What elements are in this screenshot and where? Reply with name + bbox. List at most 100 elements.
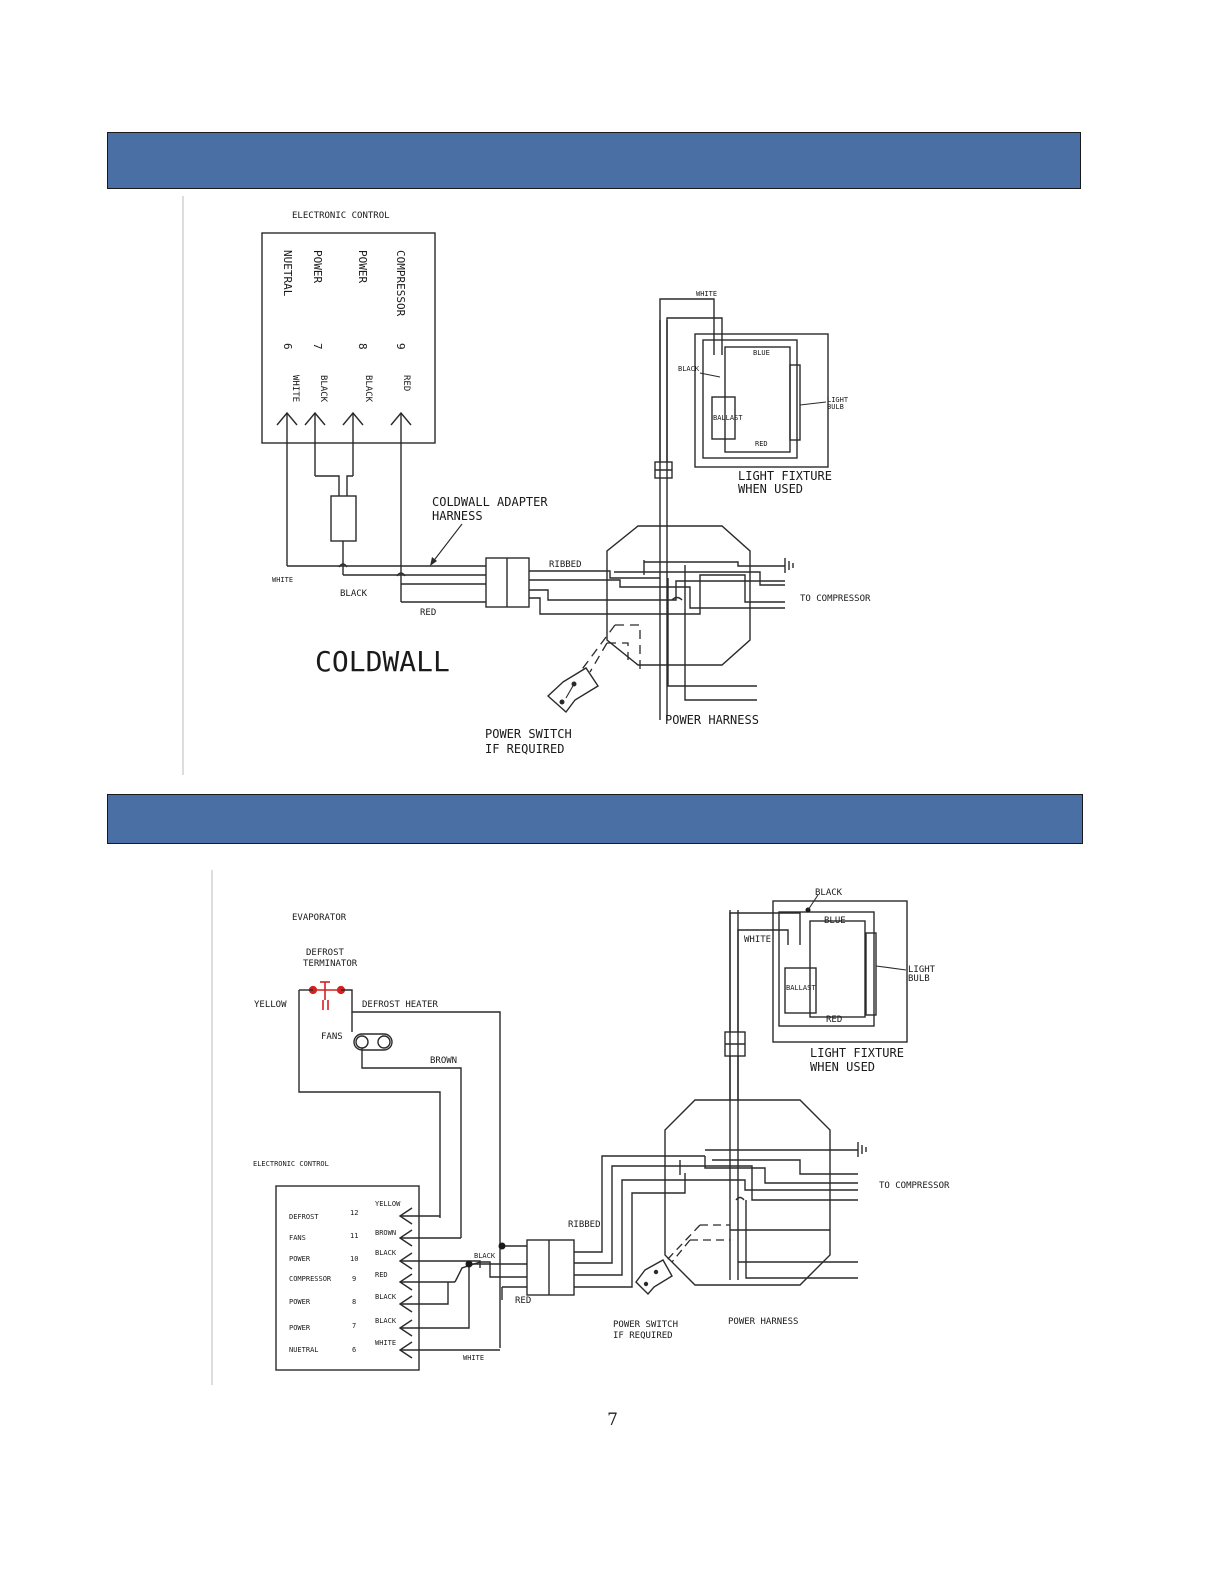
bottom-ballast-box (784, 967, 817, 1014)
bottom-light-black-label: BLACK (815, 888, 843, 898)
light-red-label: RED (755, 440, 768, 448)
terminal-7-name: POWER (311, 250, 324, 283)
to-compressor-label: TO COMPRESSOR (800, 594, 871, 604)
bt-9-name: COMPRESSOR (289, 1275, 332, 1283)
light-blue-label: BLUE (753, 349, 770, 357)
page-number: 7 (607, 1410, 618, 1430)
terminal-9-num: 9 (394, 343, 407, 350)
bottom-harness-wires (574, 1155, 740, 1288)
bottom-light-bulb-label-1: LIGHT (908, 965, 936, 975)
coldwall-brand-label: COLDWALL (315, 645, 450, 678)
ground-symbol (784, 558, 794, 573)
fans-label: FANS (321, 1032, 343, 1042)
bottom-light-feed-1 (729, 912, 801, 1032)
light-black-label: BLACK (678, 365, 700, 373)
light-fixture-label-1: LIGHT FIXTURE (738, 469, 832, 483)
light-fixture-label-2: WHEN USED (738, 482, 803, 496)
bottom-light-bulb-label-2: BULB (908, 974, 930, 984)
bottom-light-fixture-label-2: WHEN USED (810, 1060, 875, 1074)
bottom-terminal-6: NUETRAL 6 WHITE (289, 1339, 396, 1354)
wire-black-label: BLACK (340, 589, 368, 599)
terminal-8-num: 8 (356, 343, 369, 350)
harness-wires (529, 570, 680, 615)
control-title: ELECTRONIC CONTROL (292, 211, 390, 221)
bottom-to-compressor-label: TO COMPRESSOR (879, 1181, 950, 1191)
adapter-pointer-arrowhead (430, 557, 437, 566)
light-fixture-inner (702, 339, 798, 459)
bt-8-wire: BLACK (375, 1293, 397, 1301)
bottom-black-pointer (807, 894, 819, 911)
light-bulb-pointer (799, 401, 827, 406)
terminal-8-name: POWER (356, 250, 369, 283)
bt-10-wire: BLACK (375, 1249, 397, 1257)
light-black-pointer (699, 372, 721, 378)
adapter-pointer (431, 523, 463, 564)
bottom-light-red-label: RED (826, 1015, 842, 1025)
control-connector-chevrons (276, 411, 412, 426)
terminal-8-wire: BLACK (363, 375, 373, 403)
bottom-power-switch (635, 1224, 730, 1296)
evaporator-label: EVAPORATOR (292, 913, 347, 923)
terminal-7-num: 7 (311, 343, 324, 350)
bt-7-name: POWER (289, 1324, 311, 1332)
ballast-box (711, 396, 736, 440)
defrost-terminator-label-1: DEFROST (306, 948, 345, 958)
bt-11-num: 11 (350, 1232, 358, 1240)
terminal-9: COMPRESSOR 9 RED (394, 250, 411, 391)
bottom-light-feed-2 (737, 929, 789, 1032)
bt-8-name: POWER (289, 1298, 311, 1306)
light-feed-white (659, 298, 715, 462)
terminal-6: NUETRAL 6 WHITE (281, 250, 300, 402)
bt-6-name: NUETRAL (289, 1346, 319, 1354)
bottom-light-bulb (865, 932, 877, 1016)
light-fixture: WHITE BALLAST BLACK BLUE RED LIGHT BULB … (654, 290, 849, 496)
bottom-light-blue-label: BLUE (824, 916, 846, 926)
bottom-connector-chevrons (398, 1207, 413, 1359)
power-switch (546, 624, 641, 714)
bottom-terminal-8: POWER 8 BLACK (289, 1293, 397, 1306)
bottom-bulb-pointer (875, 965, 907, 971)
bottom-adapter-plug (526, 1239, 575, 1296)
section-header-band-top (107, 132, 1081, 189)
bt-12-name: DEFROST (289, 1213, 319, 1221)
terminal-6-wire: WHITE (290, 375, 300, 402)
bottom-black-label: BLACK (474, 1252, 496, 1260)
ballast-label: BALLAST (713, 414, 743, 422)
terminal-6-num: 6 (281, 343, 294, 350)
bottom-light-loop (809, 920, 866, 1018)
bottom-control-wires (400, 1215, 527, 1351)
bt-9-wire: RED (375, 1271, 388, 1279)
bottom-red-label: RED (515, 1296, 531, 1306)
bt-10-num: 10 (350, 1255, 358, 1263)
bt-7-wire: BLACK (375, 1317, 397, 1325)
bottom-power-switch-label-1: POWER SWITCH (613, 1320, 678, 1330)
bottom-control-title: ELECTRONIC CONTROL (253, 1160, 329, 1168)
evaporator-diagram: EVAPORATOR DEFROST TERMINATOR YELLOW DEF… (211, 870, 950, 1385)
light-bulb-label-1: LIGHT (827, 396, 849, 404)
bt-12-wire: YELLOW (375, 1200, 401, 1208)
light-fixture-outer (694, 333, 829, 468)
bt-10-name: POWER (289, 1255, 311, 1263)
bottom-ribbed-label: RIBBED (568, 1220, 601, 1230)
bt-11-name: FANS (289, 1234, 306, 1242)
junction-dot-2 (498, 1242, 506, 1250)
bottom-light-fixture-label-1: LIGHT FIXTURE (810, 1046, 904, 1060)
light-bulb (789, 364, 801, 441)
power-switch-label-2: IF REQUIRED (485, 742, 564, 756)
bt-6-wire: WHITE (375, 1339, 396, 1347)
bottom-ground-symbol (857, 1142, 867, 1157)
evaporator-wires (298, 989, 501, 1348)
control-wires (286, 413, 486, 603)
section-header-band-bottom (107, 794, 1083, 844)
bt-7-num: 7 (352, 1322, 356, 1330)
bt-11-wire: BROWN (375, 1229, 396, 1237)
bt-8-num: 8 (352, 1298, 356, 1306)
bottom-junction-box (664, 1099, 831, 1286)
bottom-electronic-control-box (275, 1185, 420, 1371)
bt-9-num: 9 (352, 1275, 356, 1283)
bottom-ballast-label: BALLAST (786, 984, 816, 992)
light-feed-black (666, 317, 723, 462)
wire-red-label: RED (420, 608, 436, 618)
power-harness-label: POWER HARNESS (665, 713, 759, 727)
